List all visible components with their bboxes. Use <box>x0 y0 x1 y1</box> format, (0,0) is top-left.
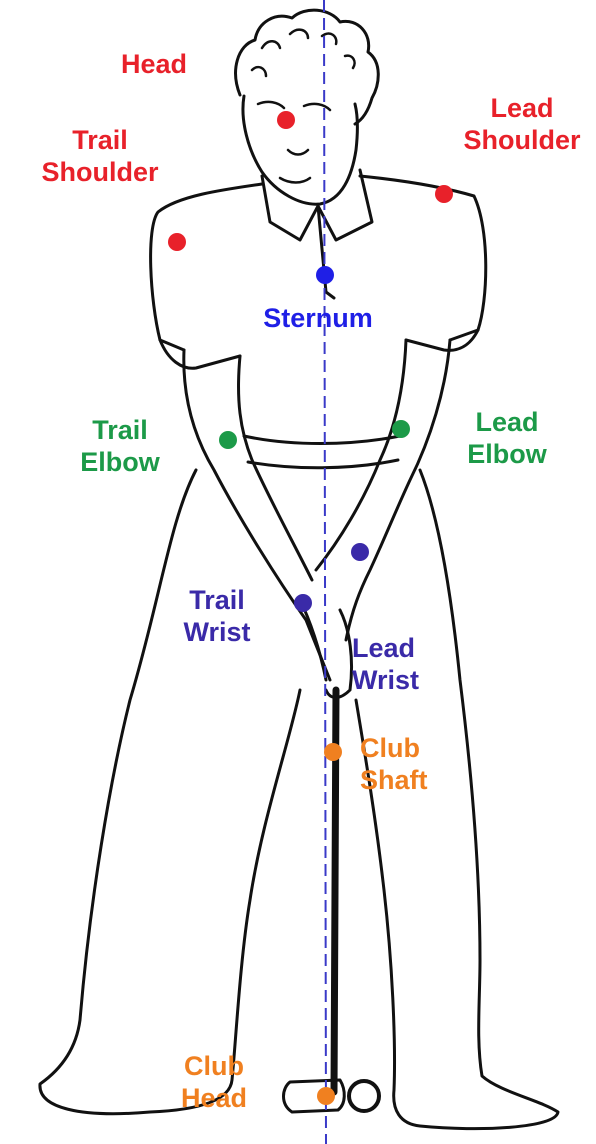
club-shaft-label-line2: Shaft <box>360 764 470 796</box>
trail-shoulder-marker <box>168 233 186 251</box>
lead-shoulder-label-line2: Shoulder <box>452 124 592 156</box>
sternum-marker <box>316 266 334 284</box>
trail-elbow-label-line2: Elbow <box>66 446 174 478</box>
head-marker <box>277 111 295 129</box>
lead-wrist-label-line2: Wrist <box>352 664 462 696</box>
trail-wrist-label-line1: Trail <box>162 584 272 616</box>
club-shaft-marker <box>324 743 342 761</box>
trail-elbow-label-line1: Trail <box>66 414 174 446</box>
club-shaft-label: Club Shaft <box>360 732 470 796</box>
trail-elbow-marker <box>219 431 237 449</box>
trail-wrist-marker <box>294 594 312 612</box>
vertical-guide-line <box>324 0 326 1144</box>
lead-shoulder-label-line1: Lead <box>452 92 592 124</box>
club-head-label-line1: Club <box>164 1050 264 1082</box>
trail-wrist-label-line2: Wrist <box>162 616 272 648</box>
lead-elbow-label: Lead Elbow <box>448 406 566 470</box>
trail-elbow-label: Trail Elbow <box>66 414 174 478</box>
club-head-marker <box>317 1087 335 1105</box>
lead-wrist-label-line1: Lead <box>352 632 462 664</box>
sternum-label-line1: Sternum <box>246 302 390 334</box>
club-shaft-label-line1: Club <box>360 732 470 764</box>
lead-elbow-label-line1: Lead <box>448 406 566 438</box>
lead-wrist-label: Lead Wrist <box>352 632 462 696</box>
trail-shoulder-label-line1: Trail <box>22 124 178 156</box>
trail-shoulder-label: Trail Shoulder <box>22 124 178 188</box>
lead-elbow-marker <box>392 420 410 438</box>
trail-shoulder-label-line2: Shoulder <box>22 156 178 188</box>
lead-shoulder-marker <box>435 185 453 203</box>
club-head-label-line2: Head <box>164 1082 264 1114</box>
club-head-label: Club Head <box>164 1050 264 1114</box>
head-label: Head <box>104 48 204 80</box>
golf-ball-icon <box>349 1081 379 1111</box>
lead-wrist-marker <box>351 543 369 561</box>
trail-wrist-label: Trail Wrist <box>162 584 272 648</box>
lead-elbow-label-line2: Elbow <box>448 438 566 470</box>
sternum-label: Sternum <box>246 302 390 334</box>
lead-shoulder-label: Lead Shoulder <box>452 92 592 156</box>
head-label-line1: Head <box>104 48 204 80</box>
